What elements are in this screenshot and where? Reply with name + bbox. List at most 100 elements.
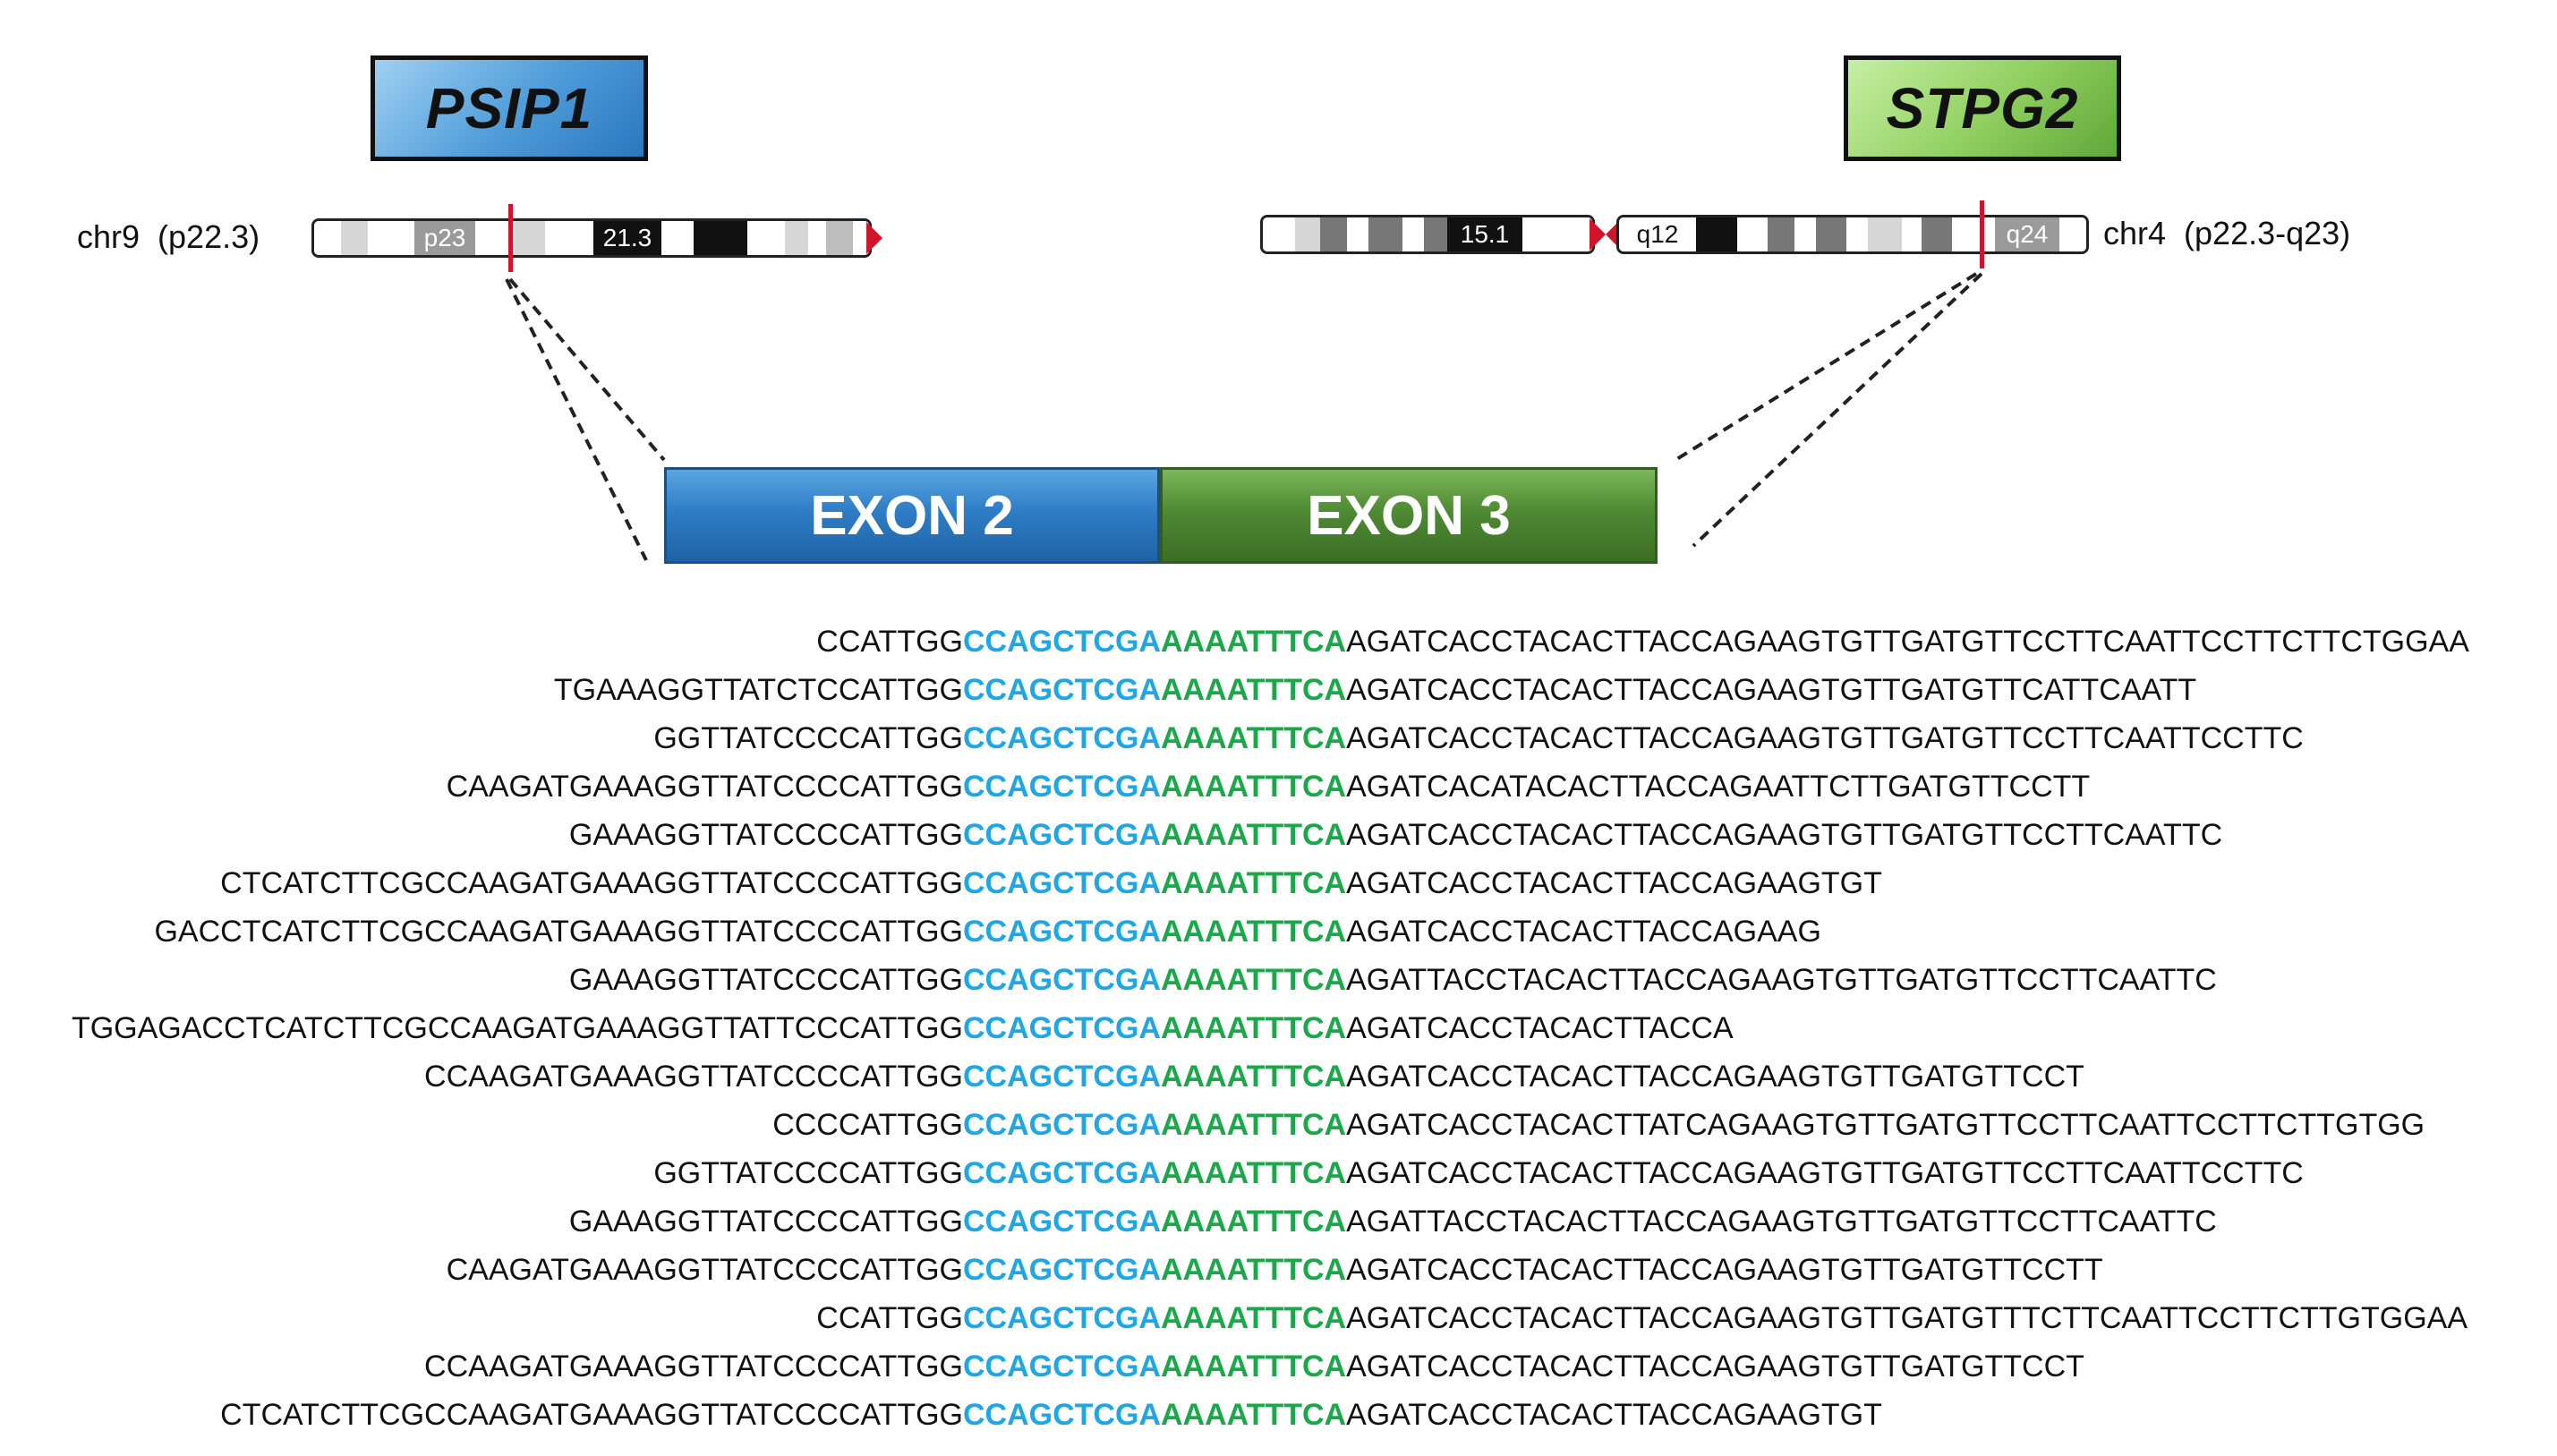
read-junction-exon3: AAAATTTCA [1160,963,1347,997]
zoom-line-right-2 [1692,272,1983,548]
gene-name-stpg2: STPG2 [1886,76,2079,140]
band-q24: q24 [1995,217,2059,251]
read-prefix: CCAAGATGAAAGGTTATCCCCATTGG [424,1350,963,1384]
read-junction-exon3: AAAATTTCA [1160,1301,1347,1335]
chr9-name: chr9 [77,218,141,255]
band-q12: q12 [1619,217,1696,251]
exon-2-label: EXON 2 [810,484,1014,547]
read-prefix: GAAAGGTTATCCCCATTGG [568,1205,963,1239]
exon-2-box: EXON 2 [664,467,1160,564]
read-junction-exon2: CCAGCTCGA [963,625,1161,659]
read-junction-exon2: CCAGCTCGA [963,721,1161,755]
read-suffix: AGATCACCTACACTTACCAGAAGTGT [1346,866,1882,900]
sequence-read-row: GGTTATCCCCATTGGCCAGCTCGAAAAATTTCAAGATCAC… [0,1151,2304,1196]
chr9-label: chr9 (p22.3) [77,218,260,256]
sequence-read-row: GAAAGGTTATCCCCATTGGCCAGCTCGAAAAATTTCAAGA… [0,958,2217,1002]
read-junction-exon3: AAAATTTCA [1160,915,1347,949]
read-junction-exon2: CCAGCTCGA [963,818,1161,852]
read-junction-exon2: CCAGCTCGA [963,1156,1161,1190]
read-junction-exon2: CCAGCTCGA [963,1205,1161,1239]
sequence-read-row: CCAAGATGAAAGGTTATCCCCATTGGCCAGCTCGAAAAAT… [0,1344,2084,1389]
read-junction-exon3: AAAATTTCA [1160,1011,1347,1045]
read-prefix: CAAGATGAAAGGTTATCCCCATTGG [446,1253,963,1287]
read-junction-exon2: CCAGCTCGA [963,1398,1161,1432]
read-prefix: CCATTGG [816,1301,963,1335]
sequence-read-row: CTCATCTTCGCCAAGATGAAAGGTTATCCCCATTGGCCAG… [0,1392,1882,1437]
read-suffix: AGATTACCTACACTTACCAGAAGTGTTGATGTTCCTTCAA… [1346,1205,2217,1239]
read-prefix: TGAAAGGTTATCTCCATTGG [553,673,963,707]
read-junction-exon2: CCAGCTCGA [963,1060,1161,1094]
read-junction-exon3: AAAATTTCA [1160,721,1347,755]
sequence-read-row: TGGAGACCTCATCTTCGCCAAGATGAAAGGTTATTCCCAT… [0,1006,1734,1051]
read-suffix: AGATTACCTACACTTACCAGAAGTGTTGATGTTCCTTCAA… [1346,963,2217,997]
band-15-1: 15.1 [1447,217,1522,251]
band-p23: p23 [414,221,475,255]
read-prefix: CCATTGG [816,625,963,659]
exon-3-box: EXON 3 [1160,467,1658,564]
sequence-read-row: GAAAGGTTATCCCCATTGGCCAGCTCGAAAAATTTCAAGA… [0,1199,2217,1244]
read-suffix: AGATCACCTACACTTACCAGAAGTGTTGATGTTCCTTCAA… [1346,1156,2304,1190]
read-junction-exon3: AAAATTTCA [1160,770,1347,804]
read-junction-exon2: CCAGCTCGA [963,1253,1161,1287]
read-junction-exon3: AAAATTTCA [1160,1398,1347,1432]
sequence-read-row: CCATTGGCCAGCTCGAAAAATTTCAAGATCACCTACACTT… [0,619,2469,664]
read-prefix: CTCATCTTCGCCAAGATGAAAGGTTATCCCCATTGG [220,1398,963,1432]
read-suffix: AGATCACCTACACTTACCA [1346,1011,1734,1045]
chr9-centromere-marker [866,222,882,254]
exon-3-label: EXON 3 [1307,484,1511,547]
read-junction-exon2: CCAGCTCGA [963,866,1161,900]
stpg2-breakpoint-marker [1980,200,1984,268]
read-suffix: AGATCACCTACACTTACCAGAAGTGTTGATGTTCCTT [1346,1253,2103,1287]
band-21-3: 21.3 [593,221,661,255]
chr4-q-arm: q12 q24 [1616,215,2089,254]
gene-box-psip1: PSIP1 [371,55,648,161]
sequence-read-row: CCCCATTGGCCAGCTCGAAAAATTTCAAGATCACCTACAC… [0,1103,2425,1147]
chr4-locus: (p22.3-q23) [2184,215,2351,251]
read-prefix: GGTTATCCCCATTGG [653,721,963,755]
read-suffix: AGATCACCTACACTTACCAGAAGTGT [1346,1398,1882,1432]
read-prefix: CCCCATTGG [772,1108,963,1142]
sequence-read-row: GACCTCATCTTCGCCAAGATGAAAGGTTATCCCCATTGGC… [0,909,1820,954]
read-junction-exon3: AAAATTTCA [1160,1350,1347,1384]
read-junction-exon2: CCAGCTCGA [963,963,1161,997]
read-junction-exon2: CCAGCTCGA [963,1108,1161,1142]
read-junction-exon2: CCAGCTCGA [963,1011,1161,1045]
read-junction-exon2: CCAGCTCGA [963,770,1161,804]
read-suffix: AGATCACATACACTTACCAGAATTCTTGATGTTCCTT [1346,770,2091,804]
chr4-p-arm: 15.1 [1260,215,1595,254]
read-junction-exon3: AAAATTTCA [1160,866,1347,900]
read-junction-exon3: AAAATTTCA [1160,1253,1347,1287]
chr4-label: chr4 (p22.3-q23) [2103,215,2350,252]
sequence-read-row: GGTTATCCCCATTGGCCAGCTCGAAAAATTTCAAGATCAC… [0,716,2304,761]
read-suffix: AGATCACCTACACTTACCAGAAGTGTTGATGTTCCTTCAA… [1346,721,2304,755]
chr4-name: chr4 [2103,215,2167,251]
read-suffix: AGATCACCTACACTTACCAGAAGTGTTGATGTTCCTTCAA… [1346,625,2469,659]
zoom-line-left-2 [505,278,648,561]
read-prefix: GAAAGGTTATCCCCATTGG [568,818,963,852]
read-prefix: CAAGATGAAAGGTTATCCCCATTGG [446,770,963,804]
sequence-read-row: CAAGATGAAAGGTTATCCCCATTGGCCAGCTCGAAAAATT… [0,1247,2103,1292]
sequence-read-row: TGAAAGGTTATCTCCATTGGCCAGCTCGAAAAATTTCAAG… [0,668,2196,712]
sequence-read-row: CCATTGGCCAGCTCGAAAAATTTCAAGATCACCTACACTT… [0,1296,2468,1341]
read-prefix: CCAAGATGAAAGGTTATCCCCATTGG [424,1060,963,1094]
read-junction-exon3: AAAATTTCA [1160,818,1347,852]
read-suffix: AGATCACCTACACTTACCAGAAGTGTTGATGTTCCTTCAA… [1346,818,2223,852]
gene-name-psip1: PSIP1 [425,76,593,140]
read-junction-exon3: AAAATTTCA [1160,673,1347,707]
sequence-read-row: CTCATCTTCGCCAAGATGAAAGGTTATCCCCATTGGCCAG… [0,861,1882,906]
read-junction-exon2: CCAGCTCGA [963,1301,1161,1335]
chr4-centromere-left [1590,218,1606,251]
read-junction-exon3: AAAATTTCA [1160,1108,1347,1142]
chr9-ideogram: p23 21.3 [311,218,872,258]
read-junction-exon2: CCAGCTCGA [963,673,1161,707]
read-suffix: AGATCACCTACACTTACCAGAAGTGTTGATGTTCCT [1346,1350,2084,1384]
read-prefix: CTCATCTTCGCCAAGATGAAAGGTTATCCCCATTGG [220,866,963,900]
zoom-line-left-1 [508,277,666,462]
sequence-read-row: GAAAGGTTATCCCCATTGGCCAGCTCGAAAAATTTCAAGA… [0,813,2222,857]
read-suffix: AGATCACCTACACTTATCAGAAGTGTTGATGTTCCTTCAA… [1346,1108,2425,1142]
read-junction-exon3: AAAATTTCA [1160,1156,1347,1190]
read-prefix: GAAAGGTTATCCCCATTGG [568,963,963,997]
read-suffix: AGATCACCTACACTTACCAGAAGTGTTGATGTTCCT [1346,1060,2084,1094]
zoom-line-right-1 [1674,272,1978,462]
